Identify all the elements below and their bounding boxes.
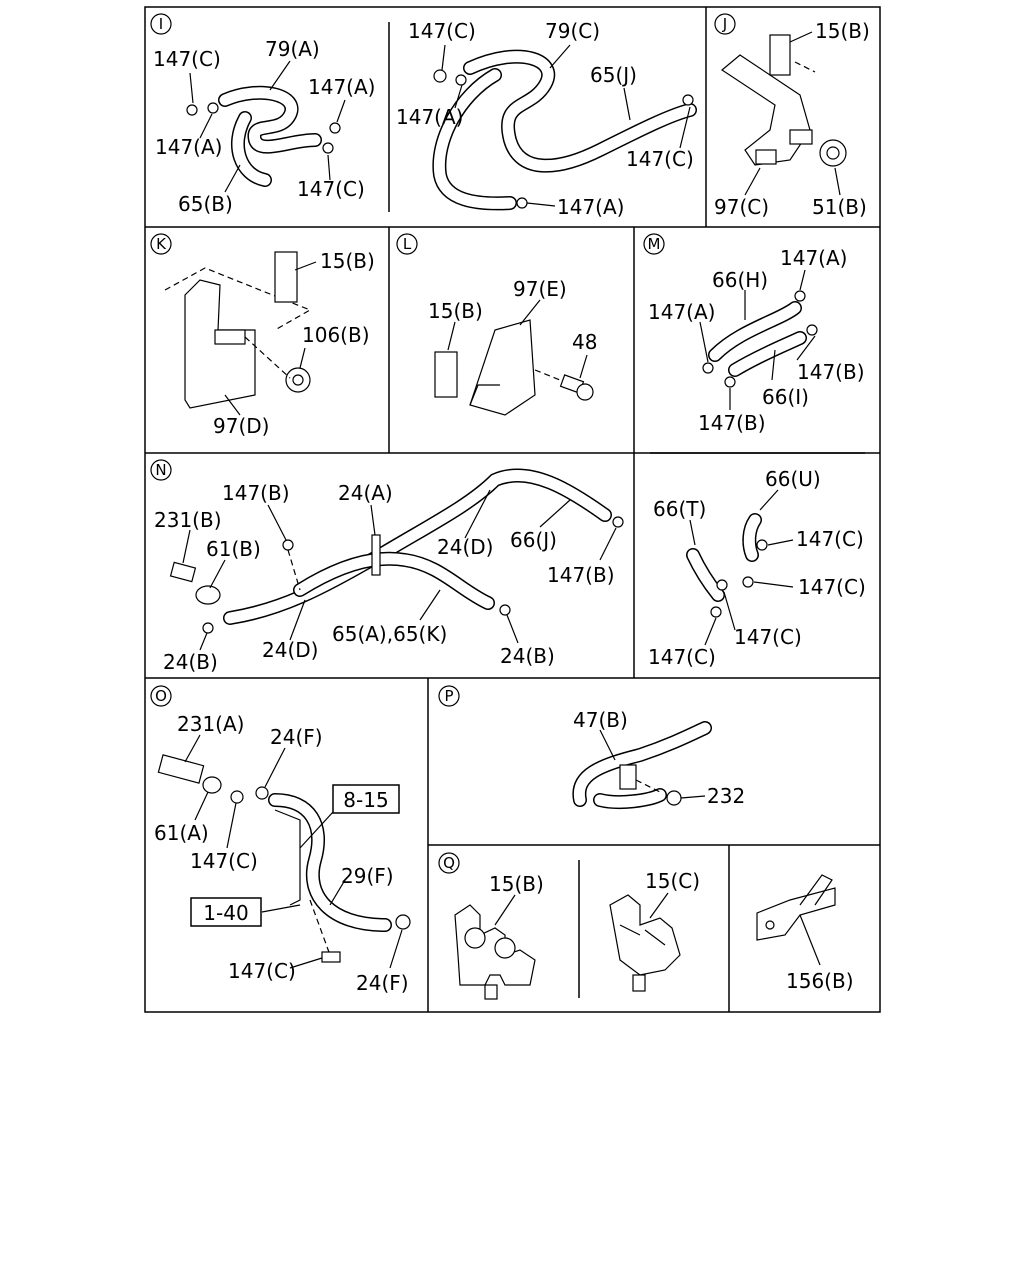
callout-65B: 65(B) [178,192,233,216]
svg-text:P: P [444,687,453,705]
callout-97D: 97(D) [213,414,269,438]
callout-97C: 97(C) [714,195,769,219]
callout-231B: 231(B) [154,508,222,532]
callout-66I: 66(I) [762,385,809,409]
callout-147B: 147(B) [547,563,615,587]
callout-232: 232 [707,784,745,808]
callout-231A: 231(A) [177,712,244,736]
callout-24F: 24(F) [356,971,409,995]
callout-29F: 29(F) [341,864,394,888]
callout-147A: 147(A) [648,300,715,324]
callout-15B: 15(B) [428,299,483,323]
callout-48: 48 [572,330,597,354]
svg-text:L: L [403,235,412,253]
svg-text:K: K [156,235,167,253]
svg-text:Q: Q [443,854,455,872]
callout-24A: 24(A) [338,481,393,505]
callout-61A: 61(A) [154,821,209,845]
callout-24B: 24(B) [163,650,218,674]
panel-letter-K: K [150,233,172,255]
callout-66H: 66(H) [712,268,768,292]
panel-letter-L: L [396,233,418,255]
callout-24D: 24(D) [437,535,493,559]
callout-labels: 147(C) 79(A) 147(A) 147(A) 147(C) 65(B) … [153,19,870,995]
svg-text:1-40: 1-40 [203,901,248,925]
panel-letter-J: J [714,13,736,35]
ref-box-8-15: 8-15 [332,784,400,814]
callout-15B: 15(B) [489,872,544,896]
svg-text:M: M [648,235,661,253]
callout-15B: 15(B) [815,19,870,43]
panel-grid [144,6,881,1013]
callout-147A: 147(A) [557,195,624,219]
callout-147C: 147(C) [228,959,296,983]
callout-147C: 147(C) [734,625,802,649]
callout-147C: 147(C) [798,575,866,599]
callout-65J: 65(J) [590,63,637,87]
callout-147A: 147(A) [396,105,463,129]
callout-24B: 24(B) [500,644,555,668]
ref-box-1-40: 1-40 [190,897,262,927]
callout-147B: 147(B) [698,411,766,435]
svg-text:8-15: 8-15 [343,788,388,812]
callout-79C: 79(C) [545,19,600,43]
callout-156B: 156(B) [786,969,854,993]
callout-24F: 24(F) [270,725,323,749]
callout-47B: 47(B) [573,708,628,732]
panel-letter-Q: Q [438,852,460,874]
callout-15B: 15(B) [320,249,375,273]
callout-15C: 15(C) [645,869,700,893]
callout-24D: 24(D) [262,638,318,662]
leader-lines [182,31,841,969]
callout-106B: 106(B) [302,323,370,347]
svg-text:I: I [159,15,163,33]
callout-66J: 66(J) [510,528,557,552]
callout-147C: 147(C) [190,849,258,873]
callout-147A: 147(A) [308,75,375,99]
callout-79A: 79(A) [265,37,320,61]
panel-letter-P: P [438,685,460,707]
svg-text:J: J [722,15,727,33]
callout-147A: 147(A) [780,246,847,270]
callout-147C: 147(C) [796,527,864,551]
panel-letter-I: I [150,13,172,35]
panel-letter-M: M [643,233,665,255]
callout-147C: 147(C) [153,47,221,71]
callout-147B: 147(B) [797,360,865,384]
panel-letter-N: N [150,459,172,481]
callout-61B: 61(B) [206,537,261,561]
part-drawings [157,34,847,1000]
panel-letter-O: O [150,685,172,707]
callout-147B: 147(B) [222,481,290,505]
callout-51B: 51(B) [812,195,867,219]
callout-147A: 147(A) [155,135,222,159]
svg-text:N: N [155,461,166,479]
callout-66U: 66(U) [765,467,821,491]
callout-147C: 147(C) [626,147,694,171]
svg-text:O: O [155,687,167,705]
callout-66T: 66(T) [653,497,706,521]
callout-147C: 147(C) [297,177,365,201]
callout-147C: 147(C) [408,19,476,43]
callout-147C: 147(C) [648,645,716,669]
callout-97E: 97(E) [513,277,567,301]
callout-65A-65K: 65(A),65(K) [332,622,447,646]
